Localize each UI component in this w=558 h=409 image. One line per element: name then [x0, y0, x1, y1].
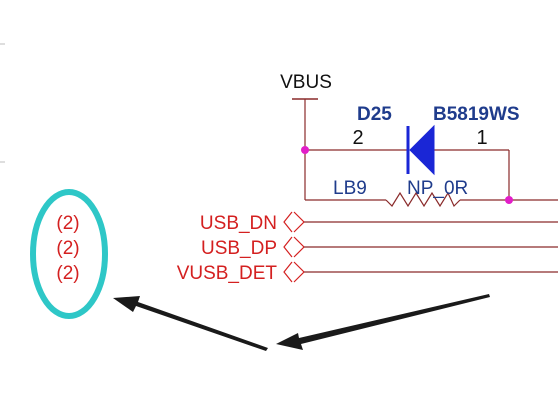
diode-symbol: [406, 124, 435, 176]
port-connector-usb-dn: [283, 211, 305, 233]
sheet-ref-vusb-det: (2): [56, 263, 79, 284]
diode-refdes: D25: [357, 104, 392, 125]
port-connector-usb-dp: [283, 236, 305, 258]
arrow-left-icon: [113, 296, 268, 351]
bead-refdes: LB9: [333, 178, 367, 199]
sheet-ref-usb-dn: (2): [56, 213, 79, 234]
junction-dot-right: [505, 196, 513, 204]
sheet-ref-usb-dp: (2): [56, 238, 79, 259]
port-name-usb-dp: USB_DP: [201, 238, 277, 259]
diode-pin-2: 2: [352, 127, 363, 149]
port-name-usb-dn: USB_DN: [200, 213, 277, 234]
diode-part-number: B5819WS: [433, 104, 520, 125]
vbus-label: VBUS: [280, 72, 332, 93]
wires: [304, 149, 558, 201]
diode-pin-1: 1: [476, 127, 487, 149]
crosshair-mark: [0, 43, 5, 163]
port-name-vusb-det: VUSB_DET: [177, 263, 278, 284]
annotation-ring: [30, 189, 108, 319]
bead-value: NP_0R: [407, 178, 468, 199]
arrow-right-icon: [276, 294, 490, 350]
annotation-arrows: [113, 294, 490, 351]
vbus-power-symbol: [292, 98, 318, 150]
junction-dot-left: [301, 146, 309, 154]
ferrite-bead-symbol: [385, 191, 461, 208]
port-connector-vusb-det: [283, 261, 305, 283]
